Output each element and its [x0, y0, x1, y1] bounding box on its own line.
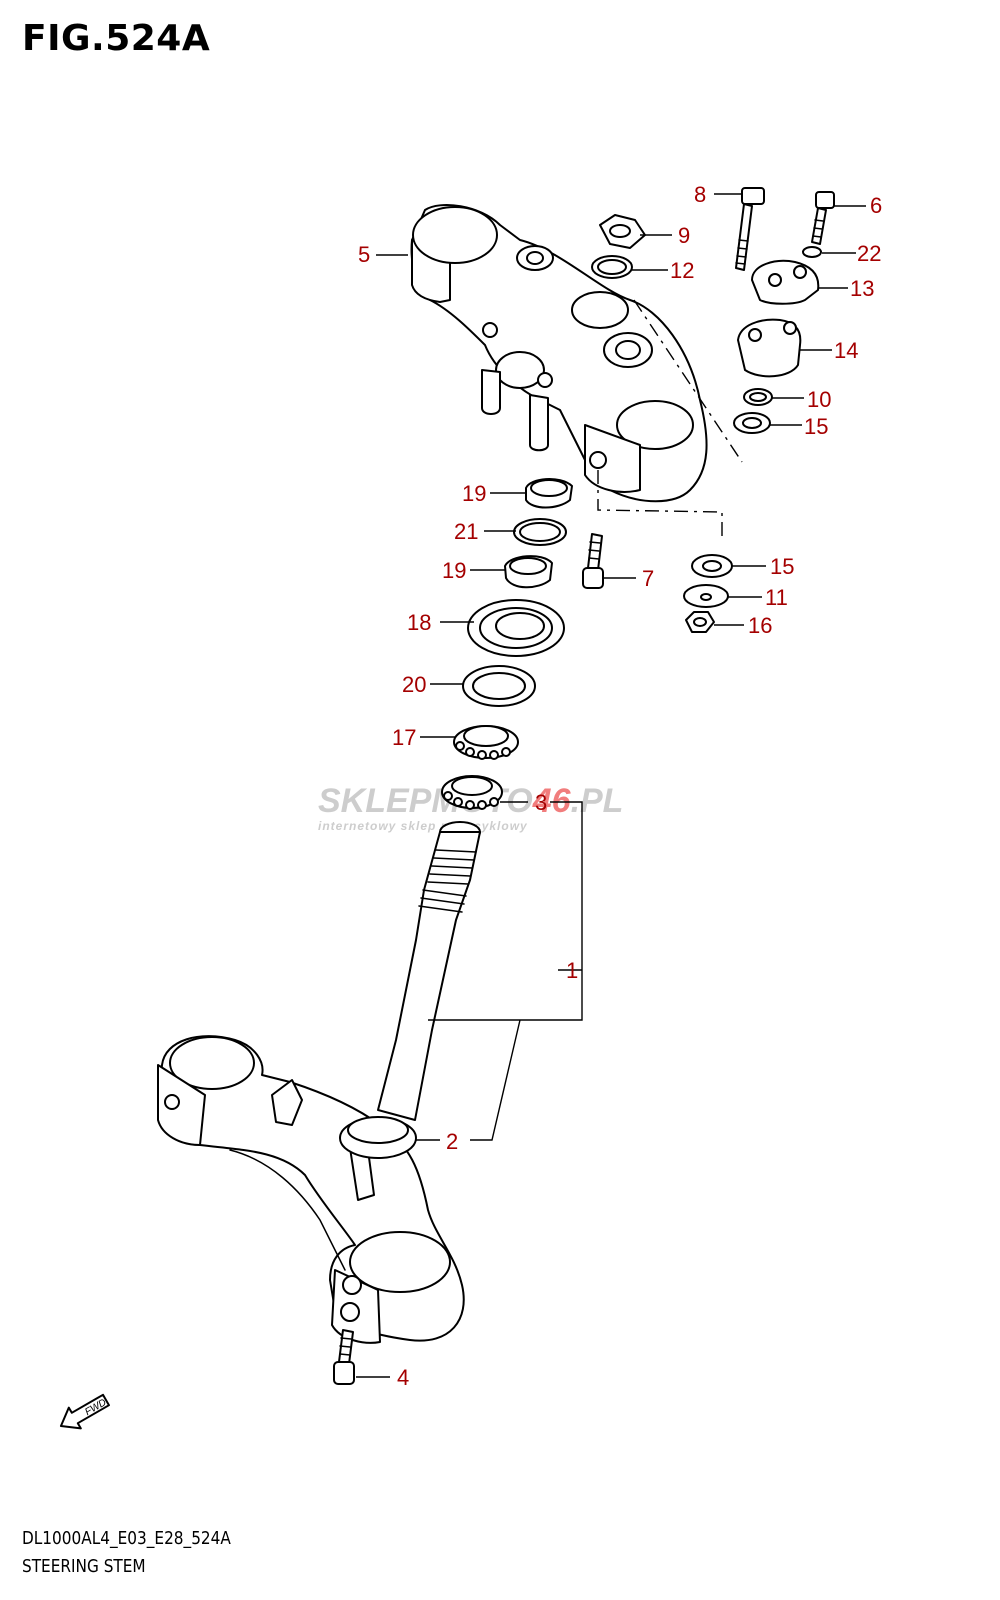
- lock-nut-19-upper: [525, 478, 573, 509]
- nut-9: [599, 214, 646, 249]
- callout-16: 16: [748, 613, 772, 638]
- fwd-label: FWD: [83, 1397, 108, 1418]
- washer-10: [743, 388, 773, 406]
- callout-9: 9: [678, 223, 690, 248]
- callout-13: 13: [850, 276, 874, 301]
- phantom-line-lower: [597, 470, 723, 540]
- callout-14: 14: [834, 338, 858, 363]
- callout-21: 21: [454, 519, 478, 544]
- callout-8: 8: [694, 182, 706, 207]
- seal-2: [339, 1116, 417, 1159]
- dust-seal-18: [467, 599, 565, 657]
- lock-nut-19-lower: [504, 555, 553, 589]
- bolt-7: [582, 533, 604, 589]
- callout-15-lower: 15: [770, 554, 794, 579]
- callout-22: 22: [857, 241, 881, 266]
- bolt-4: [333, 1329, 355, 1385]
- washer-15-lower: [691, 554, 733, 578]
- callout-18: 18: [407, 610, 431, 635]
- nut-16: [685, 611, 715, 633]
- watermark-subtitle: internetowy sklep motocyklowy: [318, 819, 528, 833]
- holder-upper-13: [751, 260, 820, 305]
- bolt-6: [811, 191, 835, 245]
- callout-4: 4: [397, 1365, 409, 1390]
- callout-5: 5: [358, 242, 370, 267]
- upper-bracket: [410, 204, 708, 503]
- steering-stem-shaft: [377, 821, 481, 1121]
- phantom-line-upper: [633, 299, 743, 463]
- bolt-8: [735, 187, 765, 271]
- bearing-3: [441, 775, 503, 810]
- callout-11: 11: [765, 585, 788, 610]
- callout-15-upper: 15: [804, 414, 828, 439]
- callout-20: 20: [402, 672, 426, 697]
- ring-20: [462, 665, 536, 707]
- footer-name: STEERING STEM: [22, 1556, 146, 1577]
- callout-7: 7: [642, 566, 654, 591]
- washer-12: [591, 255, 633, 279]
- washer-11: [683, 584, 729, 608]
- washer-22: [802, 246, 822, 258]
- washer-15-upper: [733, 412, 771, 434]
- figure-title: FIG.524A: [22, 18, 211, 59]
- callout-2: 2: [446, 1129, 458, 1154]
- callout-10: 10: [807, 387, 831, 412]
- callout-19-lower: 19: [442, 558, 466, 583]
- callout-19-upper: 19: [462, 481, 486, 506]
- lower-bracket: [157, 1035, 465, 1344]
- callout-17: 17: [392, 725, 416, 750]
- fwd-arrow-icon: FWD: [59, 1393, 110, 1430]
- callout-3: 3: [535, 790, 547, 815]
- holder-lower-14: [737, 318, 802, 378]
- callout-1: 1: [566, 958, 578, 983]
- leader-lines: [356, 193, 866, 1378]
- callout-12: 12: [670, 258, 694, 283]
- washer-21: [513, 518, 567, 546]
- callout-6: 6: [870, 193, 882, 218]
- callout-labels: 5 8 6 9 22 12 13 14 10 15 19 21 19 18 20…: [358, 182, 882, 1390]
- bearing-17: [453, 725, 519, 760]
- footer-code: DL1000AL4_E03_E28_524A: [22, 1528, 231, 1549]
